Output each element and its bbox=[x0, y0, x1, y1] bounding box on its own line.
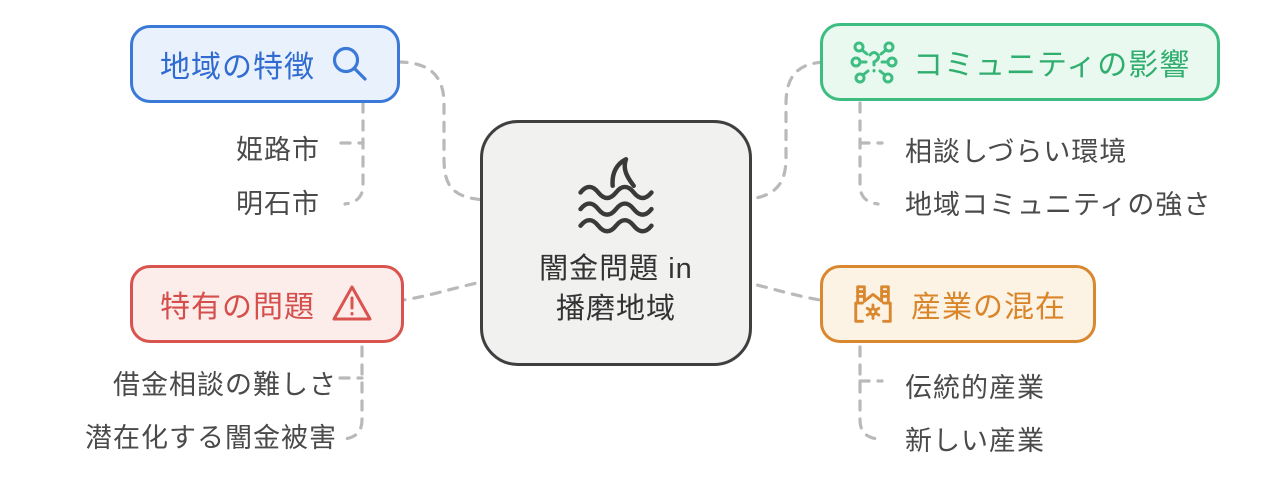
warning-icon bbox=[330, 283, 374, 325]
child-problems-1: 借金相談の難しさ bbox=[113, 370, 337, 400]
child-community-1: 相談しづらい環境 bbox=[905, 137, 1128, 167]
connector-problems-to-center bbox=[394, 279, 488, 303]
branch-node-region: 地域の特徴 bbox=[130, 25, 400, 103]
branch-node-community: コミュニティの影響 bbox=[820, 23, 1221, 101]
branch-problems-label: 特有の問題 bbox=[160, 291, 315, 324]
branch-region-label: 地域の特徴 bbox=[160, 51, 315, 84]
factory-icon bbox=[850, 281, 896, 327]
connector-center-to-community bbox=[738, 60, 830, 202]
connector-center-to-industry bbox=[738, 279, 828, 303]
connector-community-children-trunk bbox=[858, 101, 880, 206]
child-community-2: 地域コミュニティの強さ bbox=[905, 190, 1212, 220]
center-node-label: 闇金問題 in 播磨地域 bbox=[539, 249, 693, 329]
connector-industry-children-trunk bbox=[858, 345, 880, 441]
child-industry-2: 新しい産業 bbox=[905, 426, 1045, 456]
network-question-icon bbox=[850, 38, 898, 86]
child-industry-1: 伝統的産業 bbox=[905, 373, 1045, 403]
branch-industry-label: 産業の混在 bbox=[911, 291, 1066, 324]
center-node-label-line1: 闇金問題 in bbox=[539, 252, 693, 285]
center-node-label-line2: 播磨地域 bbox=[555, 293, 676, 325]
branch-community-label: コミュニティの影響 bbox=[913, 49, 1191, 82]
connector-problems-children-trunk bbox=[342, 345, 364, 441]
search-icon bbox=[330, 44, 370, 84]
shark-waves-icon bbox=[578, 156, 654, 234]
child-region-1: 姫路市 bbox=[236, 135, 320, 165]
connector-region-to-center bbox=[396, 60, 488, 202]
center-node: 闇金問題 in 播磨地域 bbox=[480, 120, 752, 366]
connector-region-children-trunk bbox=[343, 101, 365, 206]
branch-node-industry: 産業の混在 bbox=[820, 265, 1096, 343]
child-problems-2: 潜在化する闇金被害 bbox=[85, 423, 337, 453]
child-region-2: 明石市 bbox=[236, 189, 320, 219]
branch-node-problems: 特有の問題 bbox=[130, 265, 404, 343]
